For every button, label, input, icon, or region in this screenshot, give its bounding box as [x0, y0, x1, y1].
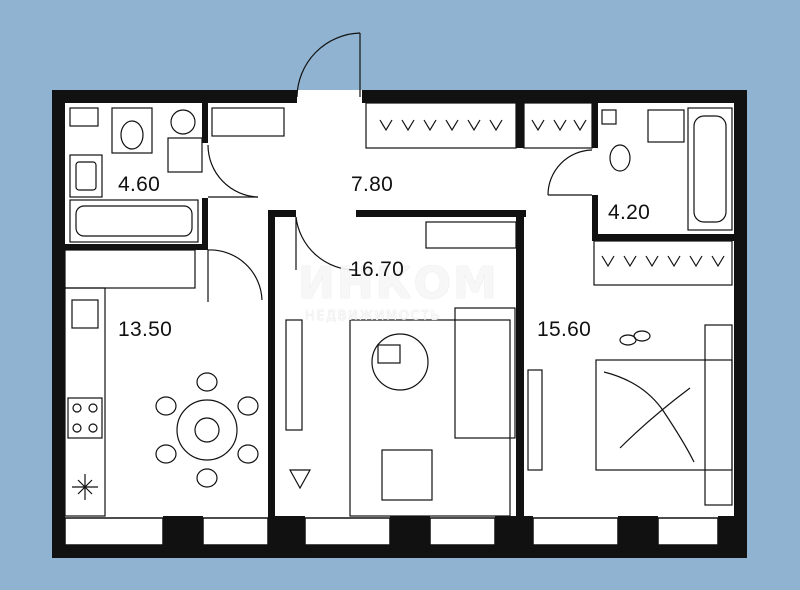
- area-bathroom-right: 4.20: [608, 201, 651, 224]
- bathroom-right-fixtures: [601, 107, 733, 231]
- window-piers: [163, 516, 747, 558]
- bedroom-wardrobe: [593, 240, 733, 286]
- watermark-brand: ИНКОМ: [298, 258, 499, 309]
- watermark-tagline: НЕДВИЖИМОСТЬ: [305, 309, 441, 324]
- kitchen-fixtures: [64, 249, 259, 517]
- bedroom-fixtures: [527, 324, 733, 506]
- entrance-door: [296, 32, 361, 98]
- area-hallway: 7.80: [351, 173, 394, 196]
- windows: [64, 517, 719, 546]
- area-bedroom: 15.60: [537, 318, 592, 341]
- bathroom-left-fixtures: [69, 107, 285, 243]
- area-kitchen: 13.50: [118, 318, 173, 341]
- interior-walls: [65, 103, 734, 518]
- area-bathroom-left: 4.60: [118, 173, 161, 196]
- hallway-wardrobe: [365, 102, 593, 149]
- doors: [207, 144, 593, 302]
- living-room-fixtures: [285, 221, 517, 517]
- area-living-room: 16.70: [350, 258, 405, 281]
